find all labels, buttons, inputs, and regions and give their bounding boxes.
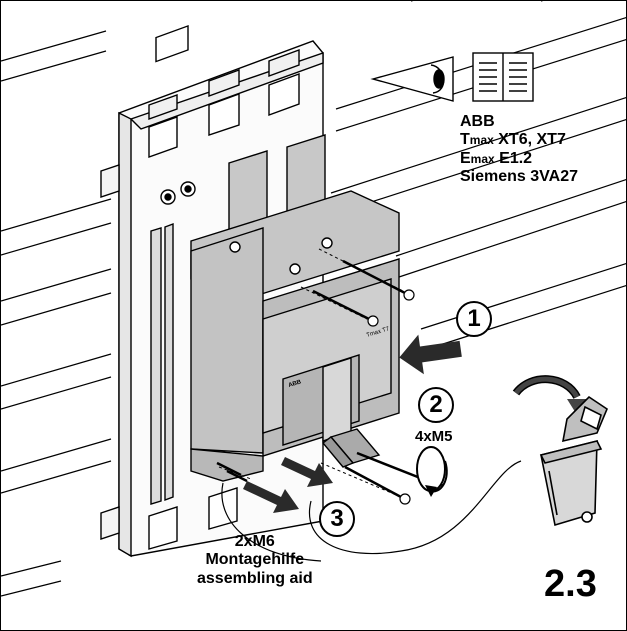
eye-icon (370, 56, 454, 102)
rotate-arrow-icon (416, 446, 448, 497)
assembling-aid-label: 2xM6 Montagehilfe assembling aid (197, 533, 313, 588)
manual-book-icon (472, 52, 534, 102)
figure-number: 2.3 (544, 563, 597, 605)
breaker-logo-label: ABB (288, 379, 303, 389)
m6-screw-count: 2xM6 (234, 533, 275, 550)
m5-screw-count: 4xM5 (415, 428, 453, 445)
waste-path-arrow (221, 460, 522, 562)
brand-line-2: Tmax XT6, XT7 (460, 131, 566, 149)
m6-screws (216, 461, 248, 483)
assembling-aid-german: Montagehilfe (205, 551, 305, 569)
assembling-aid-english: assembling aid (197, 569, 313, 587)
circuit-breaker (190, 134, 400, 482)
compatible-models-list: ABB Tmax XT6, XT7 Emax E1.2 Siemens 3VA2… (460, 113, 578, 187)
m5-screws-upper (312, 259, 415, 327)
pull-arrow-icon (243, 457, 333, 513)
brand-line-3: Emax E1.2 (460, 149, 533, 167)
step-2-marker: 2 (418, 387, 454, 423)
step-1-marker: 1 (456, 301, 492, 337)
brand-line-4: Siemens 3VA27 (460, 168, 578, 186)
brand-line-1: ABB (460, 113, 495, 130)
push-arrow-icon (399, 334, 462, 375)
step-3-marker: 3 (319, 501, 355, 537)
busbar-background (1, 1, 626, 597)
waste-bin-icon (539, 395, 608, 527)
